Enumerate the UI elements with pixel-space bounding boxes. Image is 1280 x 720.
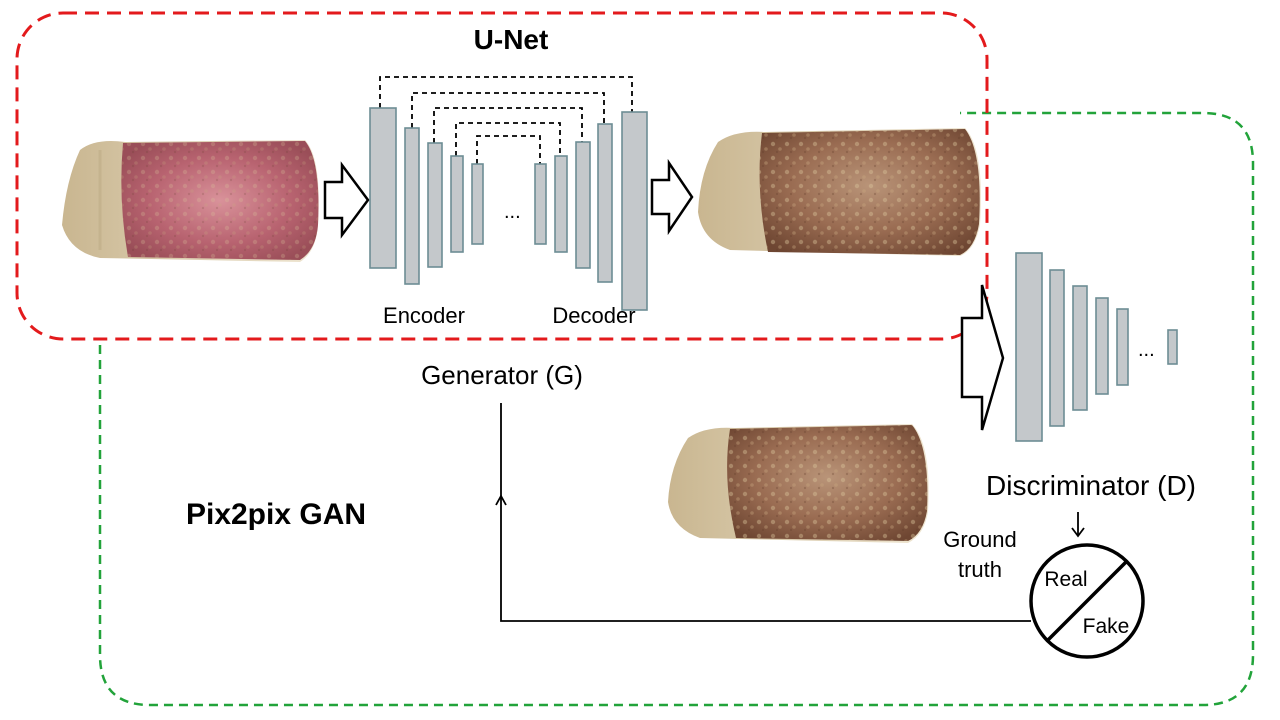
encoder-layer xyxy=(471,163,484,245)
encoder-layers xyxy=(369,107,484,285)
hollow-arrow-out xyxy=(650,158,694,236)
hollow-arrow-in xyxy=(323,161,370,239)
discriminator-layer xyxy=(1095,297,1109,395)
decoder-layer xyxy=(534,163,547,245)
feedback-line xyxy=(495,403,1031,622)
decoder-layer xyxy=(621,111,648,311)
decoder-layer xyxy=(575,141,591,269)
decoder-label: Decoder xyxy=(552,303,635,328)
fake-label: Fake xyxy=(1083,615,1130,638)
encoder-layer xyxy=(450,155,464,253)
discriminator-layer xyxy=(1049,269,1065,427)
hollow-arrow-discriminator xyxy=(960,284,1005,431)
gan-border xyxy=(98,111,1255,707)
meat-generated-image xyxy=(698,128,981,256)
real-fake-circle xyxy=(1029,543,1145,659)
discriminator-layers xyxy=(1015,252,1178,442)
real-label: Real xyxy=(1044,568,1087,591)
ground-truth-line2: truth xyxy=(958,557,1002,582)
ground-truth-line1: Ground xyxy=(943,527,1016,552)
unet-border xyxy=(15,11,989,341)
decoder-layers xyxy=(534,111,648,311)
down-arrow xyxy=(1071,512,1085,538)
decoder-layer xyxy=(554,155,568,253)
discriminator-layer xyxy=(1116,308,1129,386)
gan-title: Pix2pix GAN xyxy=(186,498,366,531)
generator-label: Generator (G) xyxy=(421,360,583,390)
discriminator-label: Discriminator (D) xyxy=(986,470,1196,501)
discriminator-layer xyxy=(1167,329,1178,365)
meat-input-image xyxy=(62,140,319,262)
encoder-layer xyxy=(369,107,397,269)
skip-connections xyxy=(379,76,633,164)
decoder-layer xyxy=(597,123,613,283)
discriminator-layer xyxy=(1072,285,1088,411)
unet-title: U-Net xyxy=(474,24,549,55)
unet-ellipsis: ... xyxy=(504,201,521,223)
encoder-label: Encoder xyxy=(383,303,465,328)
encoder-layer xyxy=(404,127,420,285)
meat-ground-truth-image xyxy=(668,424,929,543)
discriminator-layer xyxy=(1015,252,1043,442)
discriminator-ellipsis: ... xyxy=(1138,339,1155,361)
encoder-layer xyxy=(427,142,443,268)
